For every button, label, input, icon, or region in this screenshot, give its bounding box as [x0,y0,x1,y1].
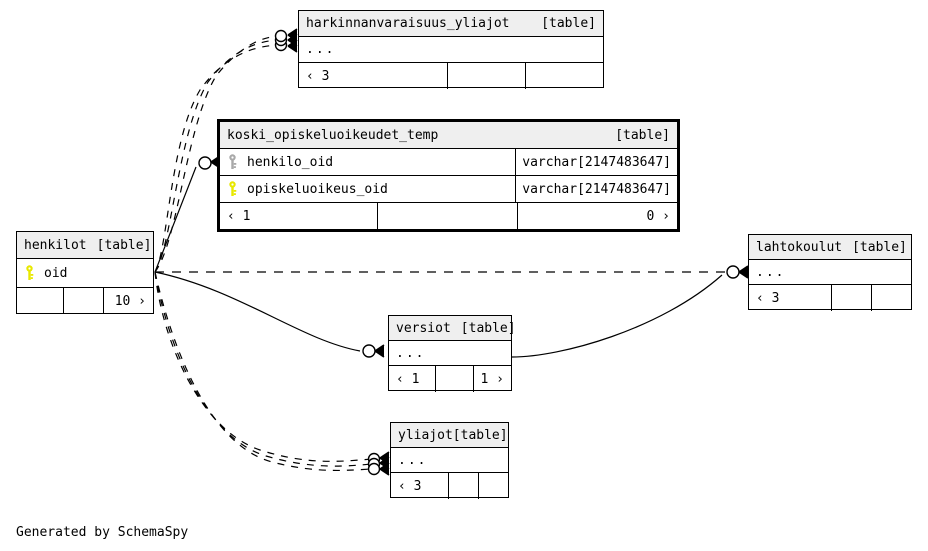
column-name-cell: opiskeluoikeus_oid [220,181,515,197]
footer-cell-1[interactable]: ‹ 3 [306,68,330,84]
table-koski_opiskeluoikeudet_temp[interactable]: koski_opiskeluoikeudet_temp [table] henkil… [217,119,680,232]
schemaspy-credit: Generated by SchemaSpy [16,525,189,540]
footer-cell-1[interactable]: ‹ 1 [396,371,420,387]
footer-cell-3 [478,473,508,499]
table-type-label: [table] [96,237,152,253]
footer-cell-3 [871,285,911,311]
column-row[interactable]: henkilo_oid varchar[2147483647] [220,149,677,176]
collapsed-columns-row[interactable]: ... [749,260,911,285]
collapsed-columns-row[interactable]: ... [299,37,603,63]
column-name-label: henkilo_oid [247,154,334,170]
table-lahtokoulut[interactable]: lahtokoulut [table]... ‹ 3 [748,234,912,311]
edge-versiot-lahtokoulut [511,274,723,358]
edge-henkilot-lahtokoulut [155,265,749,279]
footer-cell-2 [448,473,478,499]
table-type-label: [table] [460,320,516,336]
footer-cell-2 [377,203,517,229]
table-type-label: [table] [452,427,508,443]
table-header-yliajot[interactable]: yliajot[table] [391,423,508,448]
table-footer: ‹ 3 [391,473,508,499]
footer-cell-3[interactable]: 10 › [103,288,153,314]
column-type-cell: varchar[2147483647] [515,149,677,175]
table-name: lahtokoulut [756,239,843,255]
table-type-label: [table] [541,16,596,31]
footer-cell-2 [447,63,525,89]
column-row[interactable]: opiskeluoikeus_oid varchar[2147483647] [220,176,677,203]
column-name-label: opiskeluoikeus_oid [247,181,388,197]
footer-cell-1 [17,288,63,314]
table-name: versiot [396,320,451,336]
footer-cell-3 [525,63,603,89]
footer-cell-2 [63,288,103,314]
table-name: harkinnanvaraisuus_yliajot [306,16,510,31]
table-header-lahtokoulut[interactable]: lahtokoulut [table] [749,235,911,260]
column-name-cell: henkilo_oid [220,154,515,170]
table-footer: ‹ 3 [749,285,911,311]
primary-key-icon [229,181,237,196]
primary-key-icon [26,265,34,280]
column-row[interactable]: oid [17,259,153,288]
footer-cell-1[interactable]: ‹ 3 [398,478,422,494]
table-name: henkilot [24,237,87,253]
collapsed-columns-row[interactable]: ... [391,448,508,473]
table-name: koski_opiskeluoikeudet_temp [227,127,439,143]
table-header-harkinnanvaraisuus_yliajot[interactable]: harkinnanvaraisuus_yliajot [table] [299,11,603,37]
edge-henkilot-versiot [154,271,385,358]
table-footer: ‹ 1 1 › [389,366,511,392]
table-versiot[interactable]: versiot [table]... ‹ 1 1 › [388,315,516,392]
table-header-versiot[interactable]: versiot [table] [389,316,516,341]
column-name-cell: oid [17,265,153,281]
column-name-label: oid [44,265,68,281]
table-type-label: [table] [615,127,670,143]
edge-henkilot-yliajot [154,271,390,476]
footer-cell-3[interactable]: 1 › [473,366,511,392]
table-footer: ‹ 3 [299,63,603,89]
table-footer: ‹ 1 0 › [220,203,677,229]
table-yliajot[interactable]: yliajot[table]... ‹ 3 [390,422,509,499]
footer-cell-2 [831,285,871,311]
foreign-key-icon [229,154,237,169]
footer-cell-1[interactable]: ‹ 1 [227,208,251,224]
table-harkinnanvaraisuus_yliajot[interactable]: harkinnanvaraisuus_yliajot [table]... ‹ 3 [298,10,604,89]
table-henkilot[interactable]: henkilot [table] oid 10 › [16,231,154,314]
table-name: yliajot [398,427,453,443]
column-type-cell: varchar[2147483647] [515,176,677,202]
collapsed-columns-row[interactable]: ... [389,341,511,366]
footer-cell-3[interactable]: 0 › [517,203,677,229]
edge-henkilot-koski [154,155,221,273]
footer-cell-2 [435,366,473,392]
footer-cell-1[interactable]: ‹ 3 [756,290,780,306]
table-type-label: [table] [852,239,907,255]
table-header-koski_opiskeluoikeudet_temp[interactable]: koski_opiskeluoikeudet_temp [table] [220,122,677,149]
table-footer: 10 › [17,288,153,314]
table-header-henkilot[interactable]: henkilot [table] [17,232,153,259]
